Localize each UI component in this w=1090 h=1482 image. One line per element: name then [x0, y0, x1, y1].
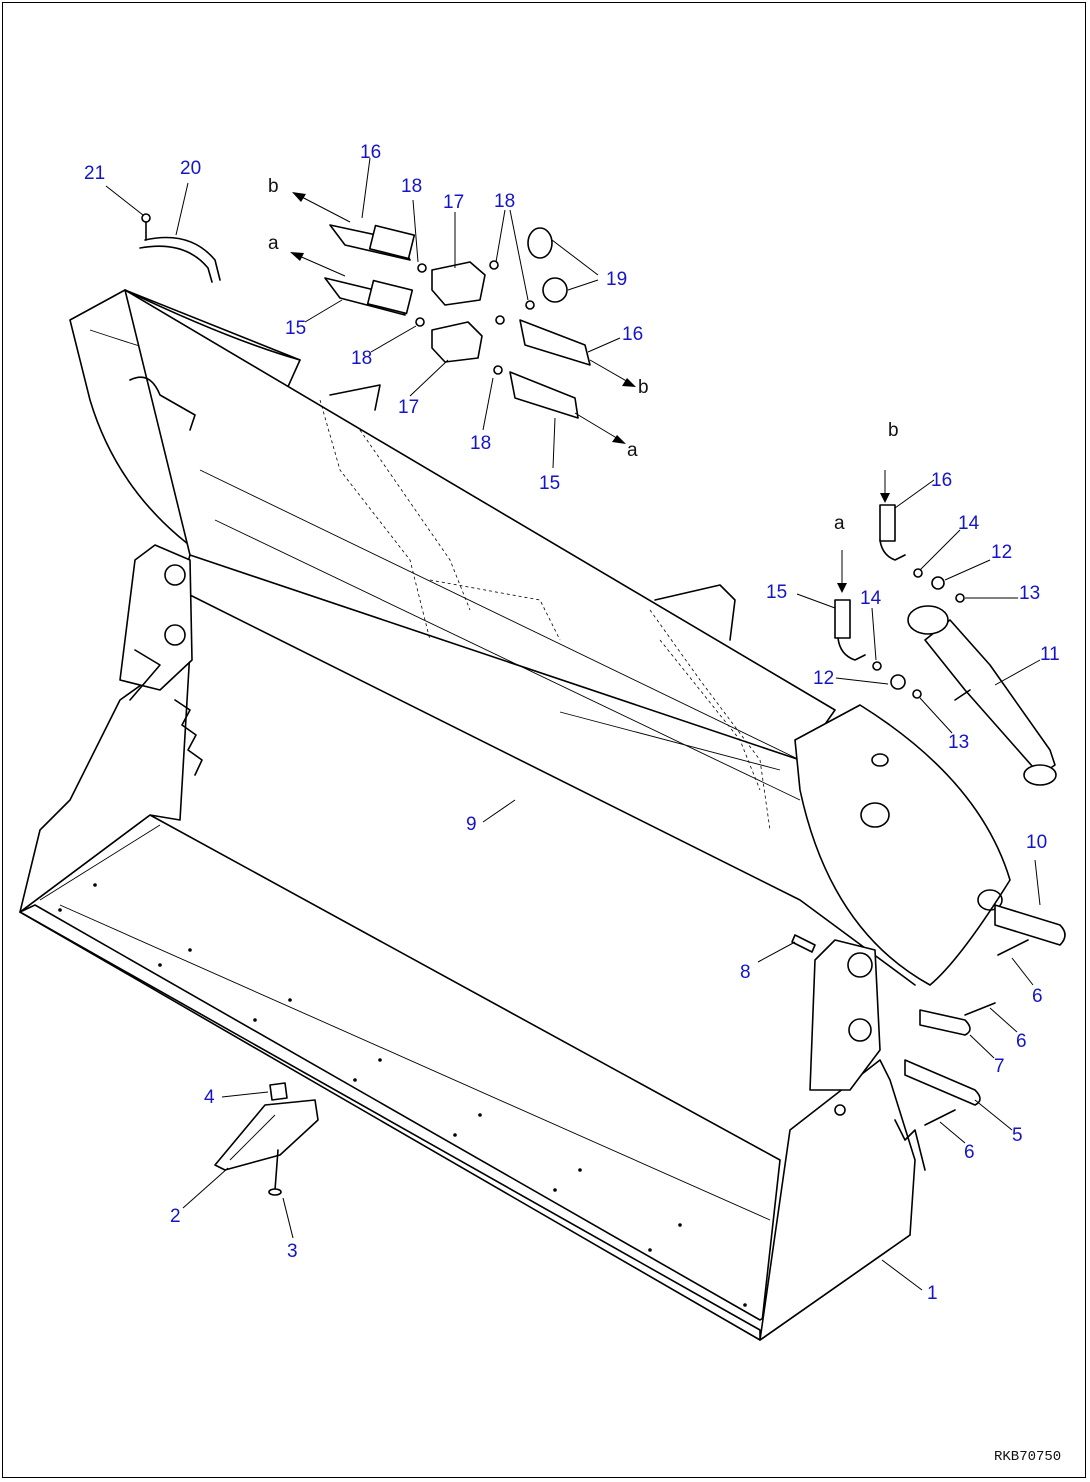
bolt-3 — [268, 1149, 282, 1196]
coupling-16-top — [329, 224, 416, 261]
cotter-pins — [924, 939, 1029, 1126]
callout-3: 3 — [287, 1241, 298, 1262]
callout-16a: 16 — [360, 142, 381, 163]
callout-18b: 18 — [494, 191, 515, 212]
flow-letters: b a b a b a — [268, 176, 899, 534]
tooth-2 — [214, 1099, 319, 1171]
flow-letter-b-1: b — [268, 176, 279, 197]
plug-19 — [527, 227, 568, 303]
callout-14a: 14 — [958, 513, 980, 534]
hose-20 — [139, 236, 221, 283]
drawing-code: RKB70750 — [994, 1449, 1061, 1465]
callout-9: 9 — [466, 814, 477, 835]
callout-18a: 18 — [401, 176, 422, 197]
callout-11: 11 — [1040, 644, 1060, 665]
pin-5 — [904, 1059, 981, 1106]
coupling-15-right — [509, 371, 579, 419]
callout-14b: 14 — [860, 588, 882, 609]
callout-12b: 12 — [813, 668, 834, 689]
callout-21: 21 — [84, 163, 105, 184]
callout-6a: 6 — [1032, 986, 1043, 1007]
callout-18c: 18 — [351, 348, 372, 369]
callout-12a: 12 — [991, 542, 1012, 563]
left-hinge-bracket — [119, 544, 193, 701]
valve-17-mid — [431, 321, 483, 363]
callout-17a: 17 — [443, 192, 464, 213]
flow-letter-a-3: a — [834, 513, 845, 534]
callout-8: 8 — [740, 962, 751, 983]
callout-15c: 15 — [766, 582, 787, 603]
flow-letter-a-2: a — [627, 440, 638, 461]
pin-10 — [994, 904, 1066, 946]
callout-16c: 16 — [931, 470, 952, 491]
bolt-8 — [791, 934, 816, 953]
valve-17-top — [431, 261, 486, 306]
callout-13b: 13 — [948, 732, 969, 753]
flow-arrows — [290, 192, 890, 593]
callout-4: 4 — [204, 1087, 215, 1108]
o-rings-18 — [415, 260, 535, 375]
fitting-16-right — [879, 504, 906, 561]
flow-letter-a-1: a — [268, 233, 279, 254]
callout-18d: 18 — [470, 433, 491, 454]
callout-13a: 13 — [1019, 583, 1040, 604]
right-hinge-bracket — [809, 939, 881, 1116]
callout-19: 19 — [606, 269, 627, 290]
callout-16b: 16 — [622, 324, 643, 345]
callout-17b: 17 — [398, 397, 419, 418]
bucket-body — [19, 289, 1011, 1341]
screw-21 — [141, 213, 151, 241]
callout-6c: 6 — [964, 1142, 975, 1163]
flow-letter-b-3: b — [888, 420, 899, 441]
fitting-15-right — [834, 599, 866, 661]
callout-15b: 15 — [539, 473, 560, 494]
callout-leaders — [105, 157, 1041, 1291]
coupling-16-right — [519, 319, 591, 366]
fittings-12-13-14 — [872, 568, 965, 699]
callout-labels: 1 2 3 4 5 6 6 6 7 8 9 10 11 12 12 13 13 … — [84, 142, 1060, 1304]
callout-20: 20 — [180, 158, 201, 179]
pin-7 — [919, 1009, 971, 1036]
callout-6b: 6 — [1016, 1031, 1027, 1052]
callout-1: 1 — [927, 1283, 938, 1304]
callout-10: 10 — [1026, 832, 1047, 853]
flow-letter-b-2: b — [638, 377, 649, 398]
callout-15a: 15 — [285, 318, 306, 339]
nut-4 — [269, 1082, 288, 1101]
coupling-15-top — [324, 277, 414, 316]
callout-2: 2 — [170, 1206, 181, 1227]
callout-5: 5 — [1012, 1125, 1023, 1146]
cylinder-11 — [907, 605, 1057, 786]
callout-7: 7 — [994, 1056, 1005, 1077]
